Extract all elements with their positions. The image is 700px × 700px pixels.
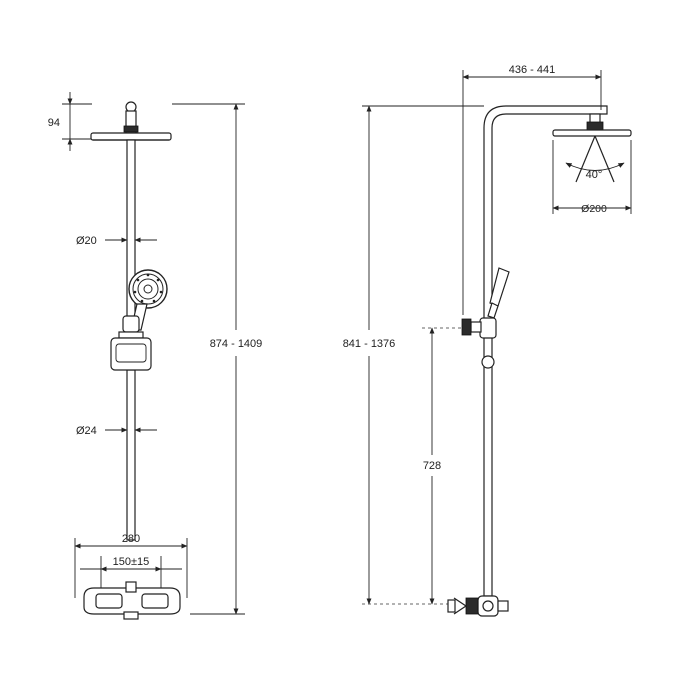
mixer-width-dimension: 280 [74,533,188,598]
slide-holder-front [110,315,152,371]
holder-height-dimension: 728 [422,327,462,605]
head-diameter-dimension: Ø200 [552,140,632,215]
slide-holder-side [461,317,497,369]
upper-diameter-dimension: Ø20 [76,235,157,247]
total-height-side-label: 841 - 1376 [343,338,396,350]
holder-height-label: 728 [423,460,441,472]
thermostatic-mixer-front [83,581,181,620]
arm-reach-dimension: 436 - 441 [462,64,602,315]
front-view: 94 Ø20 [48,92,263,620]
lower-diameter-label: Ø24 [76,425,97,437]
head-height-label: 94 [48,117,60,129]
inlet-spacing-label: 150±15 [113,556,150,568]
total-height-side-dimension: 841 - 1376 [343,105,484,605]
mixer-width-label: 280 [122,533,140,545]
total-height-front-dimension: 874 - 1409 [172,103,263,615]
hand-shower-side [487,267,510,319]
shower-head-side: 40° [552,113,632,183]
spray-angle-label: 40° [586,169,603,181]
hand-shower-front [128,269,168,331]
head-diameter-label: Ø200 [581,203,607,215]
head-height-dimension: 94 [48,92,92,151]
arm-reach-label: 436 - 441 [509,64,555,76]
side-view: 436 - 441 40° Ø200 [343,64,632,617]
shower-head-front [90,101,172,141]
upper-diameter-label: Ø20 [76,235,97,247]
thermostatic-mixer-side [447,595,509,617]
lower-diameter-dimension: Ø24 [76,425,157,437]
total-height-front-label: 874 - 1409 [210,338,263,350]
